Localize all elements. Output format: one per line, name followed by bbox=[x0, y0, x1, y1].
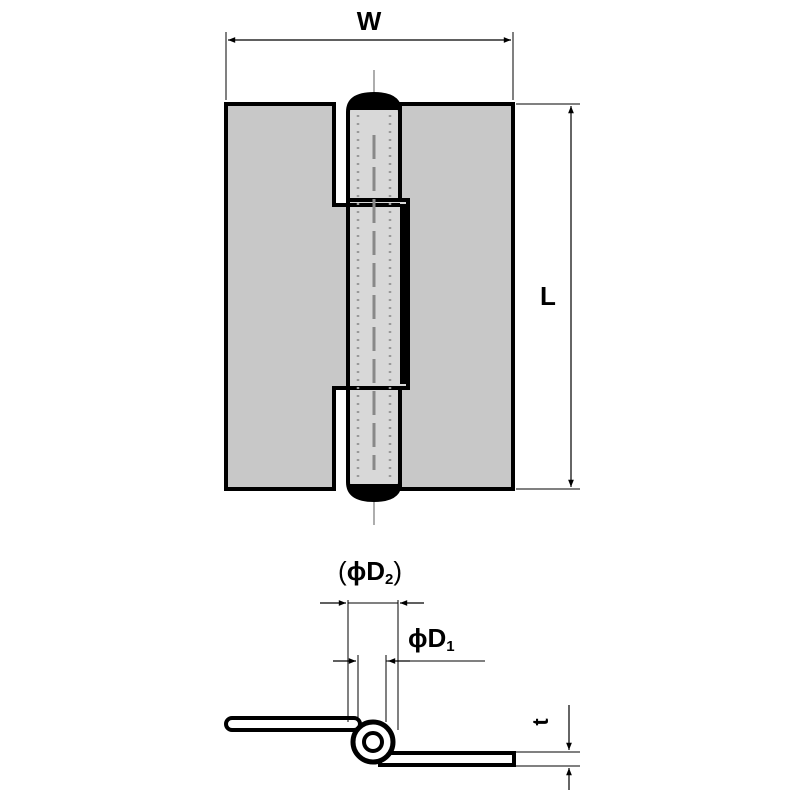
d2-label: (ϕD2) bbox=[338, 556, 402, 588]
d1-dimension: ϕD1 bbox=[333, 623, 485, 722]
d1-label: ϕD1 bbox=[408, 623, 455, 655]
thickness-dimension: t bbox=[516, 705, 580, 790]
length-dimension: L bbox=[516, 103, 580, 490]
left-leaf bbox=[224, 102, 350, 491]
width-label: W bbox=[357, 6, 382, 36]
width-dimension: W bbox=[225, 6, 514, 100]
end-view bbox=[224, 716, 516, 767]
length-label: L bbox=[540, 281, 556, 311]
thickness-label: t bbox=[528, 718, 553, 726]
d2-dimension: (ϕD2) bbox=[320, 556, 424, 730]
right-leaf bbox=[398, 102, 515, 491]
hinge-knuckle bbox=[346, 91, 410, 503]
